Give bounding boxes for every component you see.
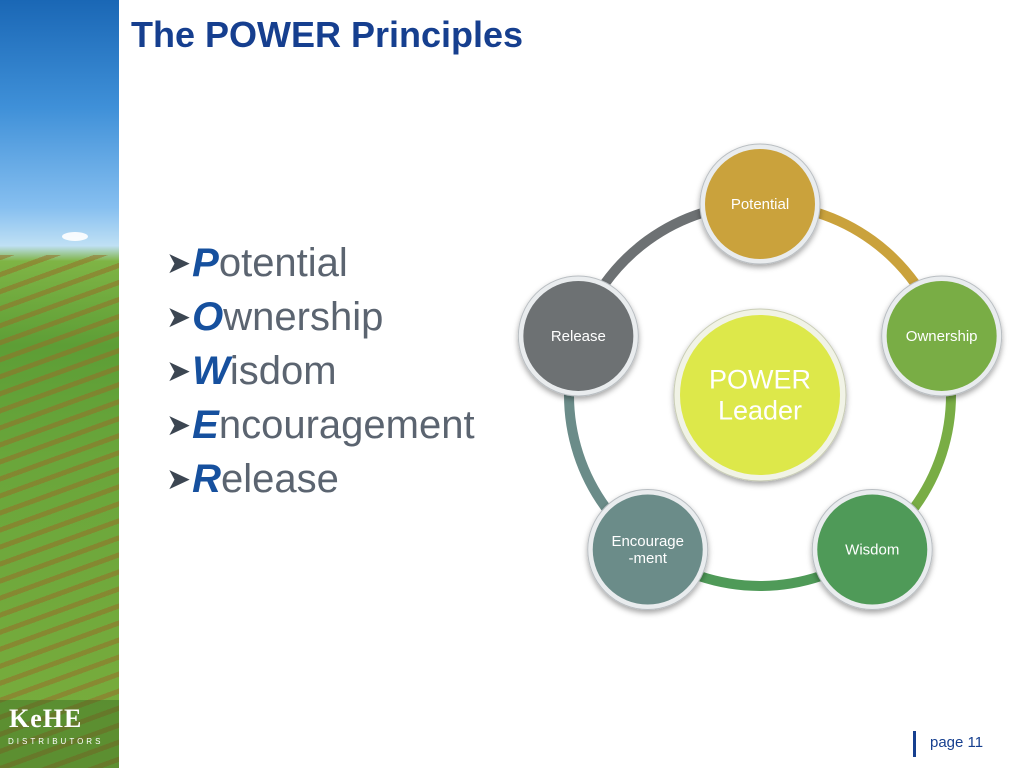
page-number: page 11 — [930, 734, 984, 751]
node-fill — [592, 494, 703, 605]
node-fill — [705, 149, 815, 259]
center-fill — [680, 315, 840, 475]
principles-list: ➤Potential ➤Ownership ➤Wisdom ➤Encourage… — [166, 236, 475, 506]
node-potential: Potential — [699, 143, 821, 265]
crop-rows — [0, 255, 119, 768]
slide-title: The POWER Principles — [131, 14, 524, 55]
node-fill — [817, 494, 928, 605]
footer-divider — [913, 731, 916, 757]
node-label: Potential — [731, 196, 789, 213]
node-label: Release — [551, 328, 606, 345]
arrow-bullet-icon: ➤ — [166, 409, 192, 442]
kehe-logo: KeHE — [9, 704, 83, 733]
node-ownership: Ownership — [881, 275, 1003, 397]
node-wisdom: Wisdom — [811, 489, 933, 611]
principle-item-wisdom: ➤Wisdom — [166, 349, 337, 393]
arrow-bullet-icon: ➤ — [166, 463, 192, 496]
principle-item-encouragement: ➤Encouragement — [166, 403, 475, 447]
principle-item-ownership: ➤Ownership — [166, 295, 384, 339]
principle-item-release: ➤Release — [166, 457, 339, 501]
center-label: Leader — [718, 396, 802, 426]
node-label: -ment — [629, 550, 668, 567]
cloud — [62, 232, 88, 241]
node-label: Encourage — [611, 533, 684, 550]
node-fill — [523, 280, 634, 391]
field-photo-strip — [0, 0, 119, 768]
arrow-bullet-icon: ➤ — [166, 355, 192, 388]
node-label: Wisdom — [845, 542, 899, 559]
arrow-bullet-icon: ➤ — [166, 301, 192, 334]
node-release: Release — [517, 275, 639, 397]
arrow-bullet-icon: ➤ — [166, 247, 192, 280]
node-label: Ownership — [906, 328, 978, 345]
principle-item-potential: ➤Potential — [166, 241, 348, 285]
node-fill — [886, 280, 997, 391]
center-label: POWER — [709, 365, 811, 395]
logo-backdrop — [0, 700, 119, 768]
node-encouragement: Encourage-ment — [587, 489, 709, 611]
kehe-logo-tagline: DISTRIBUTORS — [8, 737, 104, 746]
